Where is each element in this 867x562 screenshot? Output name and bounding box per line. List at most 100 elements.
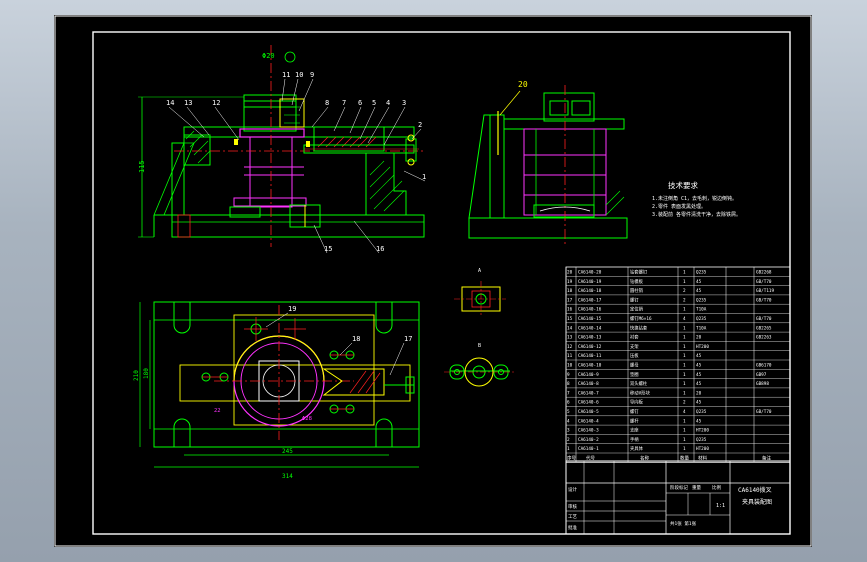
title-check-label: 审核 (568, 503, 577, 510)
callout-13: 13 (184, 99, 192, 107)
bom-cell: GB2265 (756, 325, 772, 331)
section-a-label: A (478, 268, 481, 274)
dim-height-a: 210 (133, 370, 140, 381)
bom-cell: 导向板 (630, 399, 644, 406)
bom-cell: HT200 (696, 344, 709, 350)
bom-cell: 支架 (630, 343, 639, 350)
bom-cell: 定位销 (630, 306, 644, 313)
bom-cell: 10 (567, 363, 573, 369)
bom-cell: 螺钉 (630, 296, 639, 303)
bom-cell: 7 (567, 390, 570, 396)
side-view: 20 (468, 80, 628, 245)
plan-v-block (322, 368, 385, 396)
bom-cell: 17 (567, 297, 573, 303)
bom-cell: 18 (567, 288, 573, 294)
callout-9: 9 (310, 71, 314, 79)
bom-cell: CA6140-20 (578, 270, 602, 276)
bom-header-cell: 材料 (698, 455, 707, 462)
bom-cell: 1 (683, 390, 686, 396)
section-b: B (444, 343, 514, 387)
title-weight-label: 重量 (692, 484, 701, 491)
bom-cell: 1 (683, 279, 686, 285)
bom-cell: GB/T70 (756, 409, 772, 415)
bom-cell: 45 (696, 363, 702, 369)
bom-cell: 45 (696, 353, 702, 359)
callout-12: 12 (212, 99, 220, 107)
bom-cell: GB/T119 (756, 288, 775, 294)
right-support (365, 152, 407, 216)
bom-cell: 压板 (630, 352, 639, 359)
bom-cell: 快换钻套 (630, 324, 648, 331)
bom-cell: 4 (683, 316, 686, 322)
title-stage-label: 阶段标记 (670, 484, 688, 491)
bom-cell: 19 (567, 279, 573, 285)
tech-line-1: 1.未注倒角 C1，去毛刺，锐边倒钝。 (652, 195, 737, 202)
dim-small-b: Φ28 (302, 416, 312, 422)
bom-cell: 1 (683, 270, 686, 276)
bom-cell: GB/T70 (756, 297, 772, 303)
bom-header: 序号代号名称数量材料备注 (567, 455, 771, 462)
bom-cell: 45 (696, 279, 702, 285)
bom-cell: 45 (696, 381, 702, 387)
stud-nut (279, 98, 305, 128)
callout-1: 1 (422, 173, 426, 181)
slot-bottom-left (173, 418, 191, 447)
bom-cell: 螺钉 (630, 408, 639, 415)
callout-4: 4 (386, 99, 390, 107)
bom-cell: CA6140-14 (578, 325, 602, 331)
drill-support (183, 134, 211, 166)
bom-cell: 16 (567, 307, 573, 313)
bom-cell: 1 (683, 344, 686, 350)
bom-header-cell: 备注 (762, 455, 771, 462)
tech-requirements: 技术要求 1.未注倒角 C1，去毛刺，锐边倒钝。 2.零件 表面发黑处理。 3.… (652, 180, 741, 218)
bom-header-cell: 数量 (680, 455, 689, 462)
side-base (468, 217, 628, 239)
bom-cell: 15 (567, 316, 573, 322)
bom-cell: 1 (683, 325, 686, 331)
bom-cell: CA6140-16 (578, 307, 602, 313)
callout-11: 11 (282, 71, 290, 79)
bom-cell: CA6140-5 (578, 409, 599, 415)
base-plate (171, 214, 425, 238)
slot-top-right (375, 302, 393, 334)
bom-cell: 钻套螺钉 (630, 269, 648, 276)
dim-height-front: 115 (138, 160, 146, 173)
bom-cell: GB2263 (756, 335, 772, 341)
slot-bottom-right (375, 418, 393, 447)
bom-cell: Q235 (696, 316, 707, 322)
side-bracket (468, 114, 505, 219)
bom-header-cell: 代号 (586, 455, 595, 462)
bom-cell: CA6140-15 (578, 316, 602, 322)
side-upper-block (543, 92, 595, 122)
callout-18: 18 (352, 335, 360, 343)
title-approve-label: 批准 (568, 524, 577, 531)
bom-cell: 8 (567, 381, 570, 387)
callout-10: 10 (295, 71, 303, 79)
dim-top-label: Φ20 (262, 52, 275, 60)
title-design-label: 设计 (568, 486, 577, 493)
bom-cell: 1 (683, 381, 686, 387)
bom-cell: 圆柱销 (630, 287, 644, 294)
bom-cell: GB/T70 (756, 279, 772, 285)
bom-cell: 4 (683, 409, 686, 415)
callout-15: 15 (324, 245, 332, 253)
bom-cell: HT200 (696, 446, 709, 452)
bom-cell: 2 (683, 288, 686, 294)
bom-cell: 20 (696, 335, 702, 341)
bom-cell: CA6140-8 (578, 381, 599, 387)
